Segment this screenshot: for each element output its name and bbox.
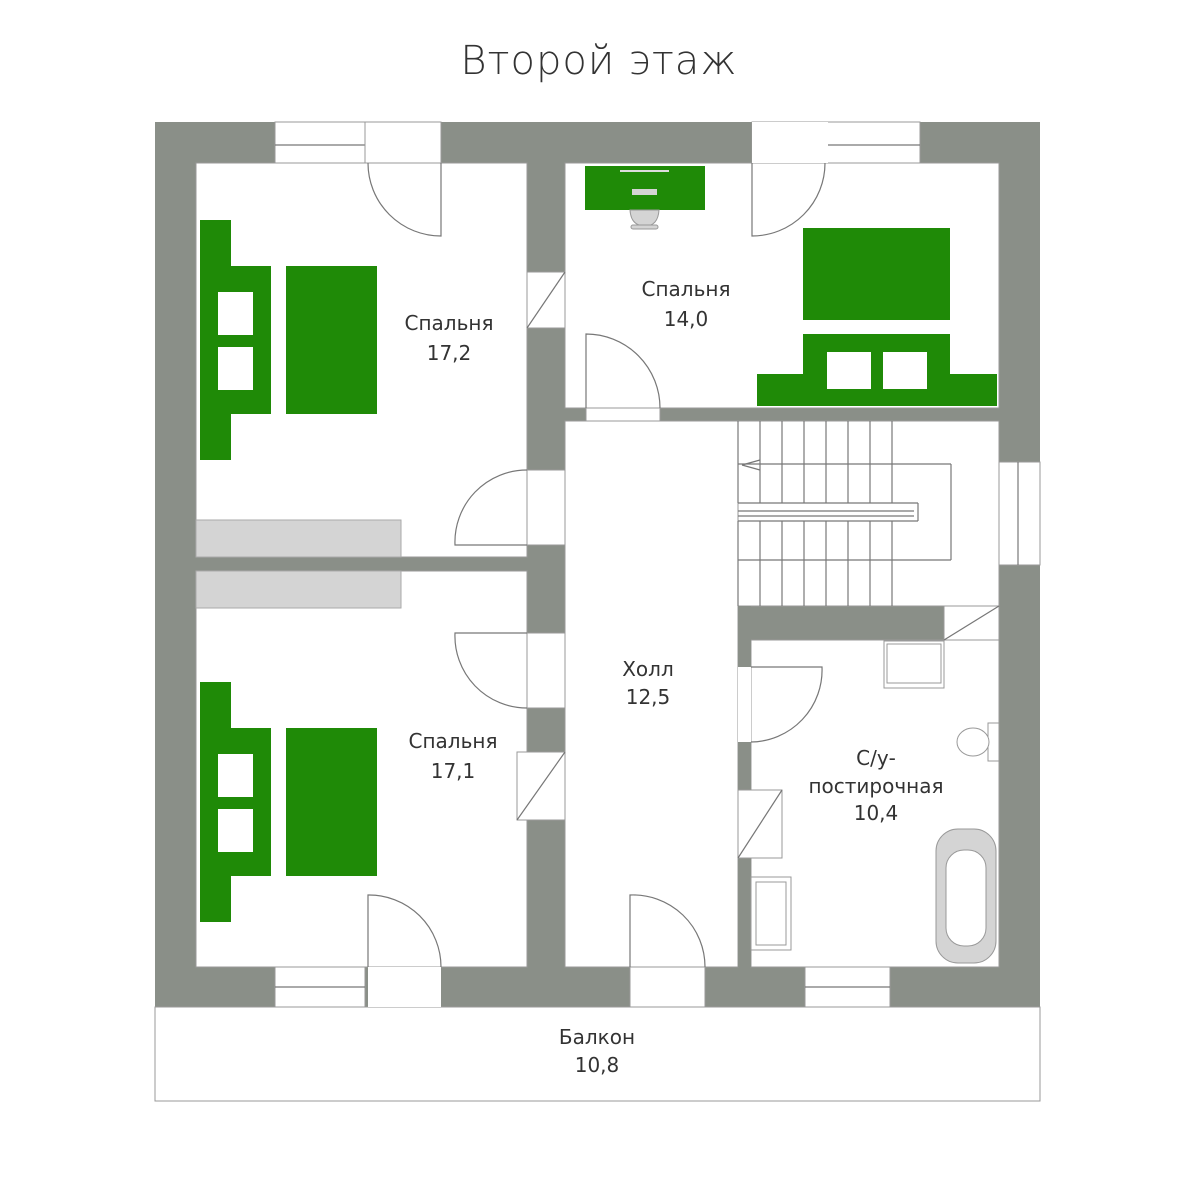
room-name: С/у- — [856, 746, 896, 770]
bathroom-fixtures — [750, 640, 1000, 964]
room-area: 10,4 — [854, 801, 899, 825]
room-name: Спальня — [409, 729, 498, 753]
room-area: 14,0 — [664, 307, 709, 331]
wardrobe — [195, 519, 402, 609]
floor-title: Второй этаж — [460, 38, 738, 84]
stair-tread — [741, 459, 761, 466]
double-bed — [757, 228, 997, 406]
stair-tread — [741, 464, 761, 471]
balcony — [154, 1006, 1041, 1102]
room-name-line2: постирочная — [808, 774, 943, 798]
wall-bath-left — [738, 606, 751, 967]
room-area: 17,1 — [431, 759, 476, 783]
room-hall — [564, 420, 739, 968]
room-area: 17,2 — [427, 341, 472, 365]
room-name: Спальня — [642, 277, 731, 301]
room-area: 10,8 — [575, 1053, 620, 1077]
doors — [364, 121, 1000, 1008]
room-name: Спальня — [405, 311, 494, 335]
stair-area — [737, 420, 1000, 607]
double-bed — [200, 220, 377, 460]
room-name: Холл — [622, 657, 674, 681]
desk — [585, 166, 705, 230]
room-area: 12,5 — [626, 685, 671, 709]
room-name: Балкон — [559, 1025, 635, 1049]
double-bed — [200, 682, 377, 922]
staircase — [737, 421, 952, 606]
